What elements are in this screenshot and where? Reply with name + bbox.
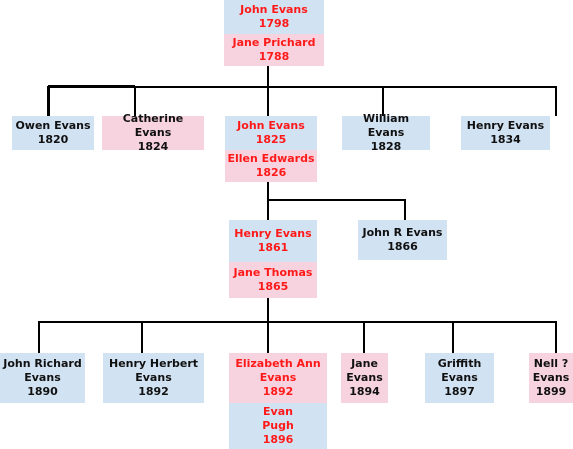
person-year: 1826 (255, 166, 287, 179)
person-name-line1: Jane (351, 357, 378, 370)
person-john-evans-1825: John Evans 1825 (225, 116, 317, 150)
person-year: 1894 (349, 385, 380, 398)
connector-owen (47, 86, 50, 116)
person-name: John Evans (237, 119, 305, 132)
connector-gen3-bar (267, 199, 405, 201)
connector-henry-1861 (267, 199, 269, 220)
connector-john-r (404, 199, 406, 220)
person-name: Henry Evans (466, 119, 545, 132)
person-john-evans-1798: John Evans 1798 (224, 0, 324, 34)
person-year: 1798 (258, 17, 290, 30)
person-name: Ellen Edwards (227, 152, 315, 165)
connector-gen1-stem (267, 66, 269, 87)
person-year: 1865 (257, 280, 289, 293)
person-name-line1: Henry Herbert (108, 357, 199, 370)
connector-john-richard (38, 321, 40, 353)
person-year: 1892 (262, 385, 294, 398)
person-elizabeth-ann-evans: Elizabeth Ann Evans 1892 (229, 353, 327, 403)
person-name-line2: Evans (24, 371, 61, 384)
person-name: John Evans (240, 3, 308, 16)
person-catherine-evans: Catherine Evans 1824 (102, 112, 204, 153)
person-name-line1: Nell ? (533, 357, 569, 370)
person-year: 1899 (535, 385, 567, 398)
person-name-line2: Evans (259, 371, 297, 384)
person-name: Jane Thomas (233, 266, 313, 279)
person-john-richard-evans: John Richard Evans 1890 (0, 353, 85, 403)
person-year: 1861 (257, 241, 289, 254)
person-owen-evans: Owen Evans 1820 (12, 116, 94, 150)
person-year: 1896 (262, 433, 294, 446)
person-william-evans: William Evans 1828 (342, 112, 430, 153)
person-year: 1824 (137, 140, 169, 153)
person-name: Jane Prichard (232, 36, 316, 49)
person-year: 1834 (490, 133, 521, 146)
connector-john-1825 (267, 86, 269, 116)
connector-elizabeth (267, 321, 269, 353)
connector-gen3-stem (267, 298, 269, 322)
person-henry-evans-1861: Henry Evans 1861 (229, 220, 317, 262)
person-name-line1: Elizabeth Ann (235, 357, 321, 370)
person-jane-evans: Jane Evans 1894 (341, 353, 388, 403)
connector-griffith (452, 321, 454, 353)
person-year: 1788 (258, 50, 290, 63)
person-name: Catherine Evans (122, 112, 184, 139)
connector-gen2-bar-thick (48, 85, 135, 88)
person-evan-pugh: Evan Pugh 1896 (229, 403, 327, 449)
connector-gen2-stem (267, 182, 269, 200)
person-john-r-evans: John R Evans 1866 (358, 220, 447, 260)
person-name-line2: Pugh (262, 419, 294, 432)
connector-william (382, 86, 384, 116)
person-name-line2: Evans (532, 371, 570, 384)
person-year: 1897 (444, 385, 475, 398)
person-name-line1: Griffith (437, 357, 482, 370)
person-name: John R Evans (362, 226, 443, 239)
connector-nell (555, 321, 557, 353)
connector-gen2-bar (48, 86, 556, 88)
person-henry-herbert-evans: Henry Herbert Evans 1892 (103, 353, 204, 403)
person-griffith-evans: Griffith Evans 1897 (425, 353, 494, 403)
person-ellen-edwards: Ellen Edwards 1826 (225, 150, 317, 182)
person-year: 1820 (37, 133, 69, 146)
person-year: 1825 (255, 133, 287, 146)
person-name-line1: Evan (263, 405, 293, 418)
person-name-line2: Evans (441, 371, 478, 384)
person-year: 1892 (138, 385, 169, 398)
person-henry-evans-1834: Henry Evans 1834 (461, 116, 550, 150)
person-jane-thomas: Jane Thomas 1865 (229, 262, 317, 298)
person-name-line2: Evans (135, 371, 172, 384)
person-name: William Evans (362, 112, 410, 139)
person-jane-prichard: Jane Prichard 1788 (224, 34, 324, 66)
connector-jane-evans (363, 321, 365, 353)
person-year: 1866 (387, 240, 418, 253)
person-name-line2: Evans (346, 371, 383, 384)
connector-gen4-bar (38, 321, 556, 323)
person-name: Owen Evans (15, 119, 91, 132)
person-year: 1828 (370, 140, 402, 153)
person-name-line1: John Richard (3, 357, 82, 370)
person-year: 1890 (27, 385, 58, 398)
connector-henry-1834 (555, 86, 557, 116)
person-nell-evans: Nell ? Evans 1899 (529, 353, 573, 403)
connector-catherine (134, 86, 136, 116)
connector-henry-herbert (141, 321, 143, 353)
person-name: Henry Evans (234, 227, 312, 240)
